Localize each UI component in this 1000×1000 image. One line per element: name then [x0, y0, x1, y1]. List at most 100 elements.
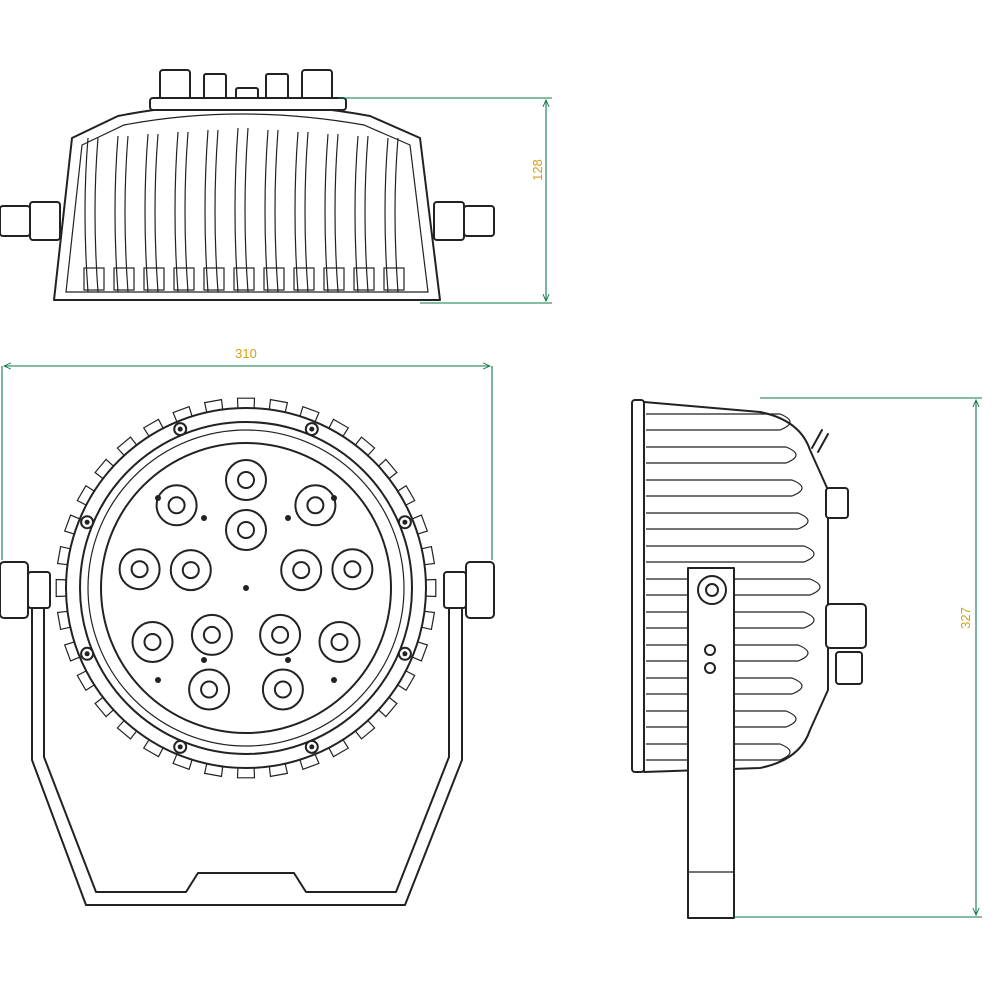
fin	[646, 413, 791, 431]
housing-notch	[56, 545, 71, 566]
fin	[114, 135, 129, 293]
housing-notch	[328, 739, 350, 758]
housing-notch	[116, 436, 138, 456]
led-lens	[292, 561, 311, 580]
screw-center	[84, 519, 90, 525]
led-lens	[343, 560, 362, 579]
fin-foot	[293, 267, 315, 291]
top-view: 128	[0, 69, 552, 304]
fin	[234, 127, 249, 293]
front-view-yoke	[31, 599, 463, 906]
small-hole	[285, 657, 291, 663]
fin	[354, 135, 369, 293]
housing-notch	[94, 458, 114, 480]
fin-foot	[173, 267, 195, 291]
housing-notch	[421, 610, 436, 631]
fin	[384, 137, 399, 293]
fin	[646, 710, 797, 728]
small-hole	[331, 495, 337, 501]
side-view: 327	[631, 397, 982, 919]
small-hole	[331, 677, 337, 683]
housing-notch	[142, 418, 164, 437]
led-lens	[130, 560, 149, 579]
fin	[646, 677, 803, 695]
led	[259, 613, 302, 656]
housing-notch	[172, 405, 193, 423]
small-hole	[201, 515, 207, 521]
housing-notch	[378, 458, 398, 480]
fin-foot	[113, 267, 135, 291]
fin-foot	[203, 267, 225, 291]
led-lens	[237, 471, 255, 489]
housing-notch	[142, 739, 164, 758]
fin-foot	[353, 267, 375, 291]
led-lens	[167, 496, 186, 515]
fin	[646, 446, 797, 464]
front-view-small-holes	[155, 495, 337, 683]
side-view-front-bezel	[631, 399, 645, 773]
led	[188, 668, 231, 711]
led	[318, 621, 361, 663]
screw-center	[402, 519, 408, 525]
dimension-label-310: 310	[235, 346, 257, 361]
led-lens	[200, 680, 219, 699]
led	[294, 484, 337, 527]
led-lens	[271, 625, 290, 644]
led-lens	[237, 521, 255, 539]
front-view: 310	[0, 346, 495, 906]
housing-notch	[63, 514, 81, 535]
screw-center	[177, 426, 183, 432]
housing-notch	[55, 578, 67, 598]
housing-notch	[378, 696, 398, 718]
housing-notch	[268, 763, 289, 778]
top-view-fins	[83, 127, 405, 293]
small-hole	[155, 677, 161, 683]
top-view-inner-outline	[65, 113, 429, 293]
housing-notch	[172, 753, 193, 771]
housing-notch	[236, 767, 256, 779]
led-lens	[273, 680, 292, 699]
dimension-label-327: 327	[958, 607, 973, 629]
fin-foot	[263, 267, 285, 291]
led	[261, 668, 304, 711]
side-view-body	[643, 401, 829, 773]
screw-center	[309, 426, 315, 432]
housing-notch	[328, 418, 350, 437]
fin-foot	[83, 267, 105, 291]
fin	[324, 133, 339, 293]
housing-notch	[299, 405, 320, 423]
housing-notch	[397, 670, 416, 692]
fin	[646, 479, 803, 497]
top-view-side-knobs	[0, 201, 495, 241]
housing-notch	[299, 753, 320, 771]
fin	[264, 129, 279, 293]
side-view-rear-connectors	[811, 429, 867, 685]
small-hole	[155, 495, 161, 501]
fin-foot	[143, 267, 165, 291]
led	[155, 484, 198, 527]
led	[118, 548, 161, 591]
fin	[646, 644, 809, 662]
front-view-left-knob	[0, 561, 29, 619]
fin	[646, 611, 815, 629]
led	[331, 548, 374, 591]
housing-notch	[397, 484, 416, 506]
housing-notch	[411, 514, 429, 535]
top-view-connectors	[149, 69, 347, 111]
dimension-height-top: 128	[338, 97, 552, 304]
fin	[144, 133, 159, 293]
housing-notch	[76, 484, 95, 506]
small-hole	[243, 585, 249, 591]
fin	[646, 578, 821, 596]
fin	[294, 131, 309, 293]
screw-center	[177, 744, 183, 750]
led-lens	[181, 561, 200, 580]
front-view-screws	[80, 422, 412, 754]
housing-notch	[203, 763, 224, 778]
housing-notch	[411, 641, 429, 662]
side-view-bracket-arm	[687, 567, 735, 919]
led-lens	[143, 633, 162, 651]
led-lens	[202, 625, 221, 644]
fin-foot	[323, 267, 345, 291]
